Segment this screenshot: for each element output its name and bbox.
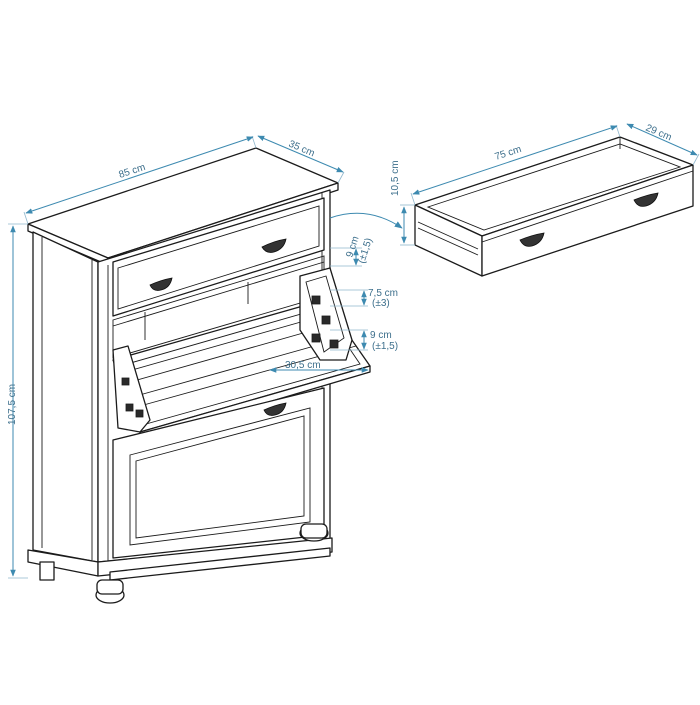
dim-shelf-gap-mid: 7,5 cm bbox=[368, 288, 398, 299]
drawer-pull-icon bbox=[519, 232, 545, 247]
dim-shelf-gap-bottom: 9 cm bbox=[370, 330, 392, 341]
dim-drawer-depth: 29 cm bbox=[644, 123, 673, 144]
dimension-lines bbox=[8, 123, 700, 579]
drawer-pull-icon bbox=[633, 192, 659, 207]
drawer-removal-arrow bbox=[329, 212, 403, 229]
dim-cabinet-depth: 35 cm bbox=[287, 139, 316, 160]
drawer-pull-icon bbox=[261, 238, 287, 253]
door-pull-icon bbox=[263, 402, 287, 416]
shoe-cabinet bbox=[27, 147, 371, 604]
dim-flap-depth: 30,5 cm bbox=[285, 360, 321, 371]
removed-drawer bbox=[414, 136, 694, 277]
dim-cabinet-width: 85 cm bbox=[118, 162, 147, 181]
cabinet-feet bbox=[39, 523, 329, 604]
dim-shelf-gap-mid-tolerance: (±3) bbox=[372, 298, 390, 309]
cabinet-plinth bbox=[27, 537, 333, 581]
cabinet-side-panel bbox=[32, 231, 99, 563]
dim-cabinet-height: 107,5 cm bbox=[7, 384, 18, 425]
dim-drawer-height: 10,5 cm bbox=[390, 160, 401, 196]
dim-drawer-width: 75 cm bbox=[494, 144, 523, 163]
lower-flap-door bbox=[112, 387, 325, 559]
dim-shelf-gap-bottom-tolerance: (±1,5) bbox=[372, 341, 398, 352]
drawer-pull-icon bbox=[149, 277, 173, 291]
top-drawer-front bbox=[112, 197, 325, 317]
